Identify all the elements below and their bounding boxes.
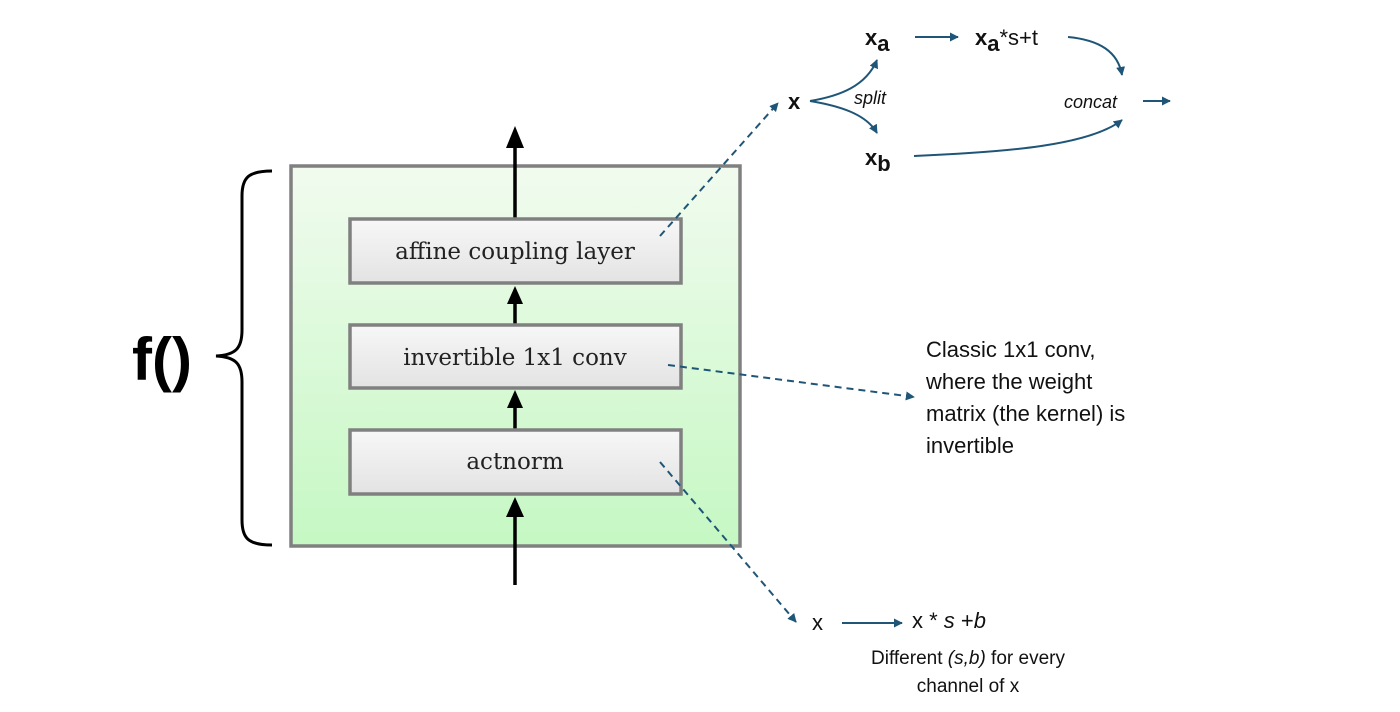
actnorm-input-x: x <box>812 610 823 635</box>
flow-arrows <box>506 126 524 585</box>
coupling-input-x: x <box>788 89 801 114</box>
actnorm-block: actnorm <box>348 428 683 496</box>
leader-actnorm <box>659 461 797 623</box>
affine-coupling-block: affine coupling layer <box>348 217 683 285</box>
conv-note-line2: where the weight <box>925 369 1092 394</box>
actnorm-note-line2: channel of x <box>917 676 1020 697</box>
conv-annotation: Classic 1x1 conv, where the weight matri… <box>925 337 1125 458</box>
xa-transform: xa*s+t <box>975 25 1038 56</box>
xb-term: xb <box>865 145 891 176</box>
dashed-leaders <box>659 102 915 623</box>
function-label: f() <box>132 326 192 393</box>
conv-note-line1: Classic 1x1 conv, <box>926 337 1096 362</box>
split-arrow-up <box>809 59 878 102</box>
actnorm-formula: x * s +b <box>912 608 986 633</box>
split-label: split <box>854 88 887 108</box>
invertible-conv-block: invertible 1x1 conv <box>348 323 683 390</box>
actnorm-annotation: x x * s +b Different (s,b) for every cha… <box>812 608 1065 697</box>
transform-to-concat-arrow <box>1067 36 1126 76</box>
leader-conv <box>667 364 915 401</box>
split-arrow-down <box>809 100 878 134</box>
xa-term: xa <box>865 25 890 56</box>
actnorm-note-line1: Different (s,b) for every <box>871 648 1065 669</box>
xb-to-concat-arrow <box>913 119 1123 157</box>
concat-label: concat <box>1064 92 1118 112</box>
invertible-conv-label: invertible 1x1 conv <box>403 345 626 371</box>
actnorm-label: actnorm <box>466 449 563 475</box>
curly-brace <box>215 169 273 547</box>
conv-note-line3: matrix (the kernel) is <box>926 401 1125 426</box>
affine-coupling-label: affine coupling layer <box>395 239 635 265</box>
coupling-detail: x split xa xa*s+t xb concat <box>788 25 1171 176</box>
conv-note-line4: invertible <box>926 433 1014 458</box>
leader-affine <box>659 102 779 237</box>
